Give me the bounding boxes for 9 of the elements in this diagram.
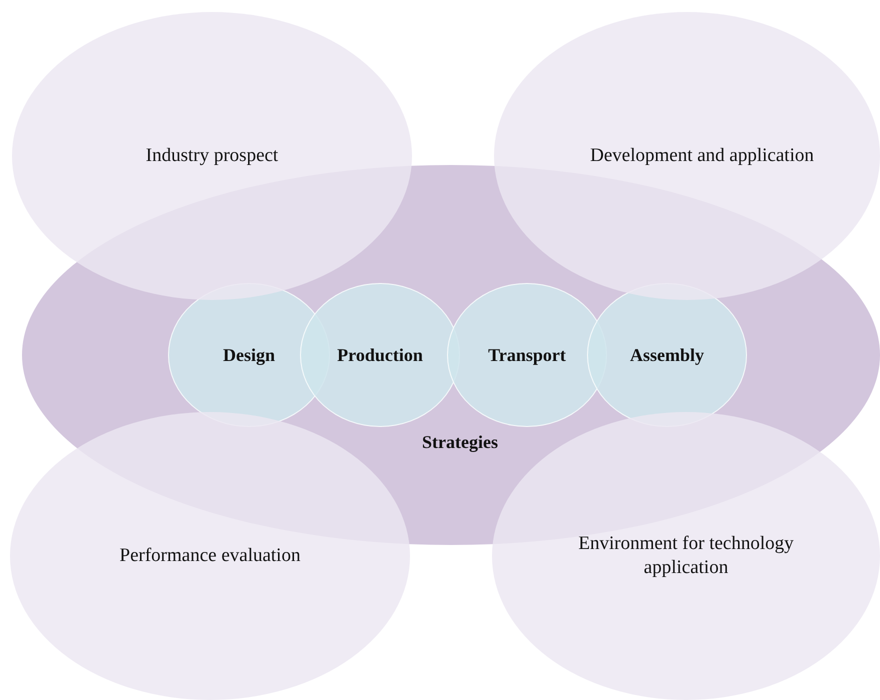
center-label: Strategies (421, 431, 499, 454)
stage-label: Production (336, 344, 424, 366)
stage-label: Assembly (628, 344, 705, 366)
topic-label: Development and application (589, 144, 815, 168)
stage-label: Design (222, 344, 276, 366)
topic-label: Environment for technology application (577, 532, 795, 580)
topic-label: Performance evaluation (118, 544, 302, 568)
stage-label: Transport (487, 344, 567, 366)
topic-label: Industry prospect (144, 144, 280, 168)
